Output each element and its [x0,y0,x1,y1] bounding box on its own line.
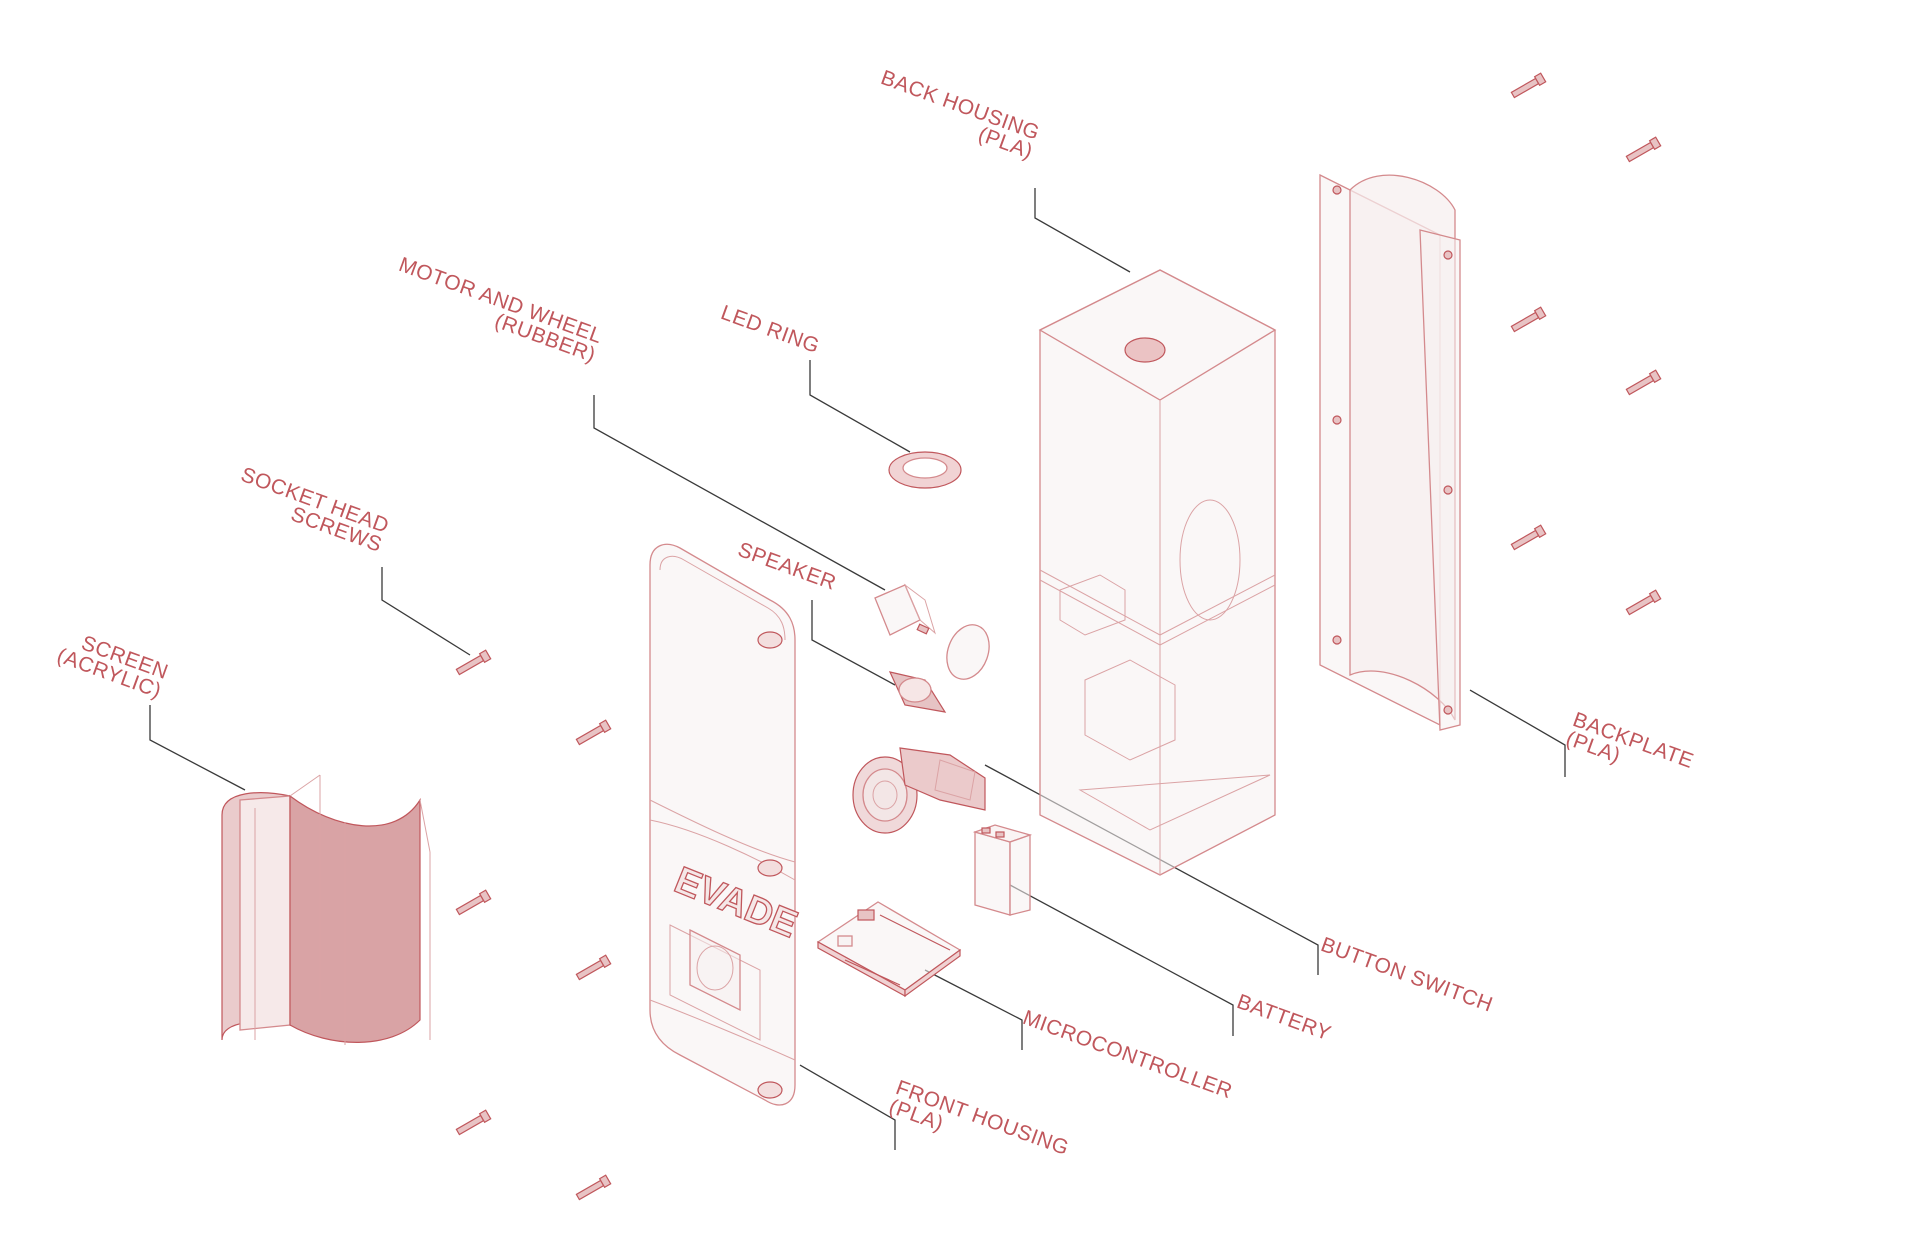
leader-lines [149,188,1566,1150]
leader-socket-head-screws [381,567,471,656]
microcontroller-part [816,901,962,998]
socket-head-screws [455,649,612,1201]
leader-front-housing [799,1064,896,1150]
screw-icon [575,719,612,746]
leader-speaker [811,600,896,686]
screw-icon [1510,72,1547,99]
screw-icon [455,1109,492,1136]
screw-icon [1625,589,1662,616]
leader-battery [1009,884,1234,1036]
leader-motor-and-wheel [593,395,886,591]
leader-led-ring [809,360,911,453]
speaker-part [888,671,947,713]
screw-icon [1625,369,1662,396]
led-ring-part [888,451,962,489]
backplate-screws [1510,72,1662,616]
screw-icon [1625,136,1662,163]
leader-backplate [1469,689,1566,777]
screw-icon [1510,524,1547,551]
motor-and-wheel-part [874,583,990,680]
leader-screen [149,705,246,791]
leader-microcontroller [924,969,1023,1050]
screw-icon [455,889,492,916]
button-switch-part [852,747,986,834]
battery-part [972,824,1033,916]
screw-icon [575,954,612,981]
front-housing-part: EVADE [649,543,804,1106]
leader-back-housing [1034,188,1131,273]
screw-icon [455,649,492,676]
screen-part [221,774,431,1045]
screw-icon [575,1174,612,1201]
screw-icon [1510,306,1547,333]
backplate-part [1319,173,1461,731]
back-housing-part [1038,269,1277,876]
